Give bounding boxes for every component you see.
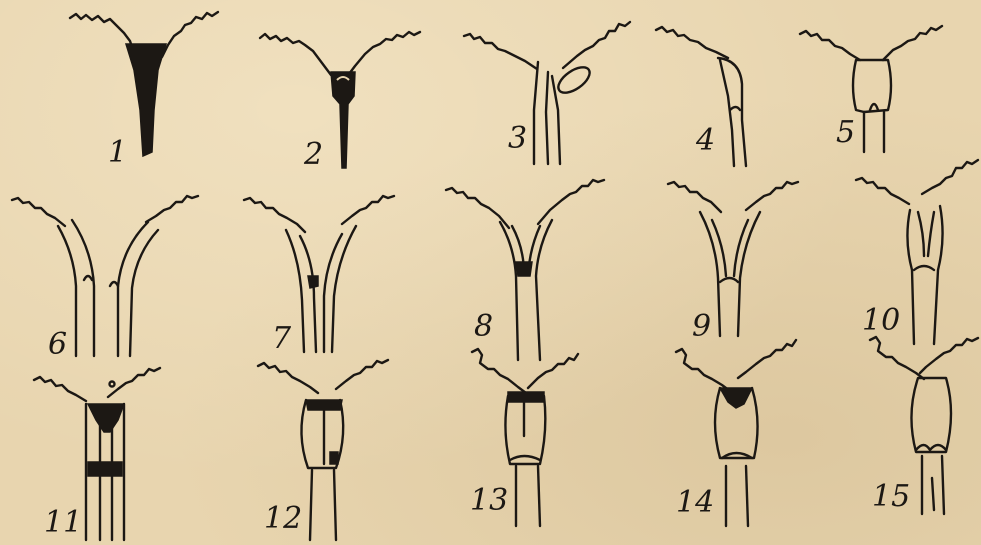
figure-7-label: 7 [272, 321, 292, 356]
figure-11-label: 11 [44, 505, 82, 540]
figure-12-label: 12 [264, 501, 302, 536]
figure-15-label: 15 [872, 479, 910, 514]
figure-3 [464, 22, 630, 164]
figure-9-label: 9 [692, 309, 711, 344]
figure-2 [260, 32, 420, 168]
figure-14-label: 14 [676, 485, 714, 520]
figure-3-label: 3 [508, 121, 527, 156]
figure-5 [800, 26, 942, 152]
figure-4-label: 4 [695, 123, 715, 158]
figure-8-label: 8 [474, 309, 493, 344]
figure-1 [70, 12, 218, 156]
figure-10-label: 10 [862, 303, 900, 338]
figure-1-label: 1 [108, 135, 127, 170]
figure-8 [446, 180, 604, 360]
figure-2-label: 2 [303, 137, 323, 172]
figure-5-label: 5 [836, 115, 855, 150]
figure-6-label: 6 [48, 327, 67, 362]
figure-9 [668, 182, 798, 336]
figure-13-label: 13 [470, 483, 508, 518]
figure-7 [244, 196, 394, 352]
figure-6 [12, 196, 198, 356]
